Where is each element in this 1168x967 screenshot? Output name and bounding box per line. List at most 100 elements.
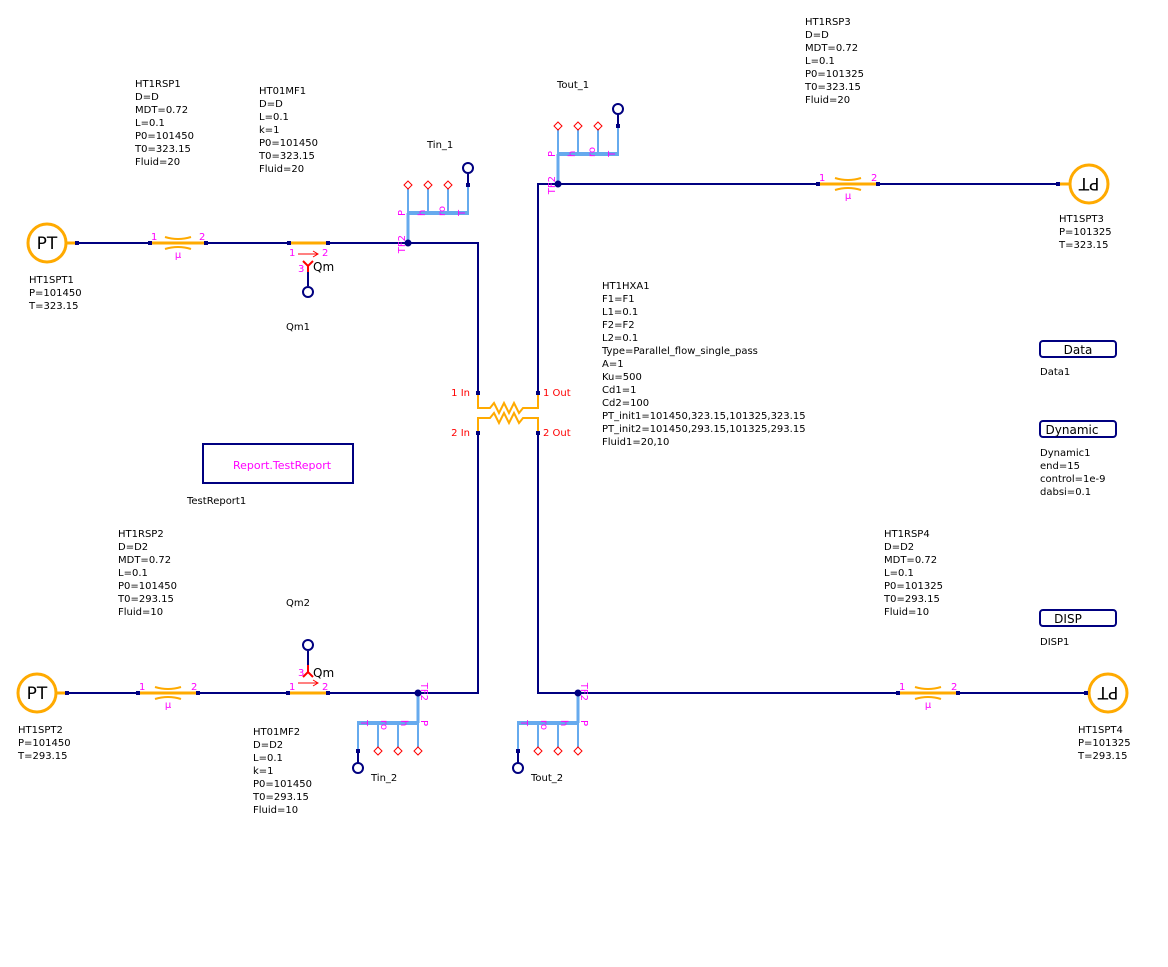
qm1-name: Qm1 bbox=[286, 322, 310, 333]
param-line: P0=101450 bbox=[253, 779, 312, 790]
pin-label: 2 bbox=[322, 682, 328, 693]
pin-label: 2 bbox=[191, 682, 197, 693]
sensor-port-label: P bbox=[578, 720, 589, 726]
wire[interactable] bbox=[537, 433, 898, 694]
pt-sink-4[interactable]: PT bbox=[1084, 672, 1129, 714]
wire[interactable] bbox=[328, 242, 479, 393]
output-connector-icon[interactable] bbox=[352, 762, 364, 774]
param-line: D=D2 bbox=[884, 542, 914, 553]
pin-label: 1 bbox=[899, 682, 905, 693]
unconnected-port-icon[interactable] bbox=[373, 746, 383, 756]
unconnected-port-icon[interactable] bbox=[393, 746, 403, 756]
sensor-port-label: T bbox=[358, 719, 369, 727]
sensor-port-label: P bbox=[397, 210, 408, 216]
restriction-icon bbox=[834, 177, 862, 191]
pin-label: 1 bbox=[819, 173, 825, 184]
tout2-name: Tout_2 bbox=[530, 773, 563, 784]
param-line: P0=101450 bbox=[118, 581, 177, 592]
unconnected-port-icon[interactable] bbox=[423, 180, 433, 190]
sensor-port-label: h bbox=[417, 210, 428, 216]
output-connector-icon[interactable] bbox=[302, 639, 314, 651]
data-name: Data1 bbox=[1040, 367, 1070, 378]
junction-dot bbox=[414, 689, 422, 697]
output-connector-icon[interactable] bbox=[512, 762, 524, 774]
unconnected-port-icon[interactable] bbox=[533, 746, 543, 756]
param-line: L=0.1 bbox=[884, 568, 914, 579]
component-name: Dynamic1 bbox=[1040, 448, 1090, 459]
sensor-port-label: P bbox=[547, 151, 558, 157]
param-line: Fluid=20 bbox=[259, 164, 304, 175]
qm-label: Qm bbox=[313, 666, 334, 680]
pin-label: 1 bbox=[139, 682, 145, 693]
rsp2-params: HT1RSP2D=D2MDT=0.72L=0.1P0=101450T0=293.… bbox=[117, 529, 177, 618]
param-line: T0=293.15 bbox=[883, 594, 940, 605]
param-line: Cd1=1 bbox=[602, 385, 636, 396]
pt-sink-3[interactable]: PT bbox=[1056, 163, 1110, 205]
output-connector-icon[interactable] bbox=[462, 162, 474, 174]
mu-label: μ bbox=[175, 250, 182, 261]
param-line: MDT=0.72 bbox=[805, 43, 858, 54]
param-line: P=101325 bbox=[1078, 738, 1131, 749]
pin-label: 2 bbox=[871, 173, 877, 184]
pt-source-1[interactable]: PT bbox=[26, 222, 79, 264]
mf1-params: HT01MF1D=DL=0.1k=1P0=101450T0=323.15Flui… bbox=[258, 86, 318, 175]
pt-symbol: PT bbox=[37, 234, 58, 254]
output-connector-icon[interactable] bbox=[302, 286, 314, 298]
rsp1-params: HT1RSP1D=DMDT=0.72L=0.1P0=101450T0=323.1… bbox=[134, 79, 194, 168]
unconnected-port-icon[interactable] bbox=[553, 121, 563, 131]
component-name: HT1RSP3 bbox=[805, 17, 851, 28]
param-line: L=0.1 bbox=[253, 753, 283, 764]
mass-flow-sensor-2[interactable]: 1 2 3 Qm bbox=[286, 639, 334, 695]
component-name: HT1SPT1 bbox=[29, 275, 74, 286]
heat-exchanger[interactable]: 1 In 2 In 1 Out 2 Out bbox=[451, 388, 571, 439]
data-label: Data bbox=[1064, 343, 1093, 357]
rsp4-params: HT1RSP4D=D2MDT=0.72L=0.1P0=101325T0=293.… bbox=[883, 529, 943, 618]
sensor-port-label: h bbox=[558, 720, 569, 726]
param-line: T0=323.15 bbox=[134, 144, 191, 155]
wire[interactable] bbox=[537, 183, 818, 393]
sensor-port-label: h bbox=[398, 720, 409, 726]
disp-block[interactable]: DISP bbox=[1039, 609, 1117, 627]
wire[interactable] bbox=[328, 433, 479, 694]
unconnected-port-icon[interactable] bbox=[573, 121, 583, 131]
unconnected-port-icon[interactable] bbox=[573, 746, 583, 756]
param-line: D=D bbox=[259, 99, 283, 110]
component-name: HT1RSP4 bbox=[884, 529, 930, 540]
pt-source-2[interactable]: PT bbox=[16, 672, 69, 714]
tin1-name: Tin_1 bbox=[426, 140, 453, 151]
param-line: T=323.15 bbox=[1058, 240, 1108, 251]
unconnected-port-icon[interactable] bbox=[443, 180, 453, 190]
dynamic-block[interactable]: Dynamic bbox=[1039, 420, 1117, 438]
data-block[interactable]: Data bbox=[1039, 340, 1117, 358]
hx-coil-icon bbox=[477, 395, 539, 416]
param-line: Fluid1=20,10 bbox=[602, 437, 669, 448]
unconnected-port-icon[interactable] bbox=[413, 746, 423, 756]
unconnected-port-icon[interactable] bbox=[403, 180, 413, 190]
param-line: T=323.15 bbox=[28, 301, 78, 312]
sensor-port-label: h bbox=[567, 151, 578, 157]
y-branch-icon bbox=[302, 665, 314, 678]
param-line: control=1e-9 bbox=[1040, 474, 1106, 485]
param-line: P0=101450 bbox=[135, 131, 194, 142]
unconnected-port-icon[interactable] bbox=[593, 121, 603, 131]
dynamic-label: Dynamic bbox=[1046, 423, 1099, 437]
pin-label: 2 bbox=[199, 232, 205, 243]
unconnected-port-icon[interactable] bbox=[553, 746, 563, 756]
output-connector-icon[interactable] bbox=[612, 103, 624, 115]
mass-flow-sensor-1[interactable]: 1 2 3 Qm bbox=[287, 241, 334, 298]
hx-coil-icon bbox=[477, 410, 539, 431]
flow-arrow-icon bbox=[298, 679, 319, 687]
test-report-block[interactable]: Report.TestReport bbox=[202, 443, 354, 484]
report-label: Report.TestReport bbox=[233, 459, 332, 472]
sensor-port-label: T bbox=[518, 719, 529, 727]
